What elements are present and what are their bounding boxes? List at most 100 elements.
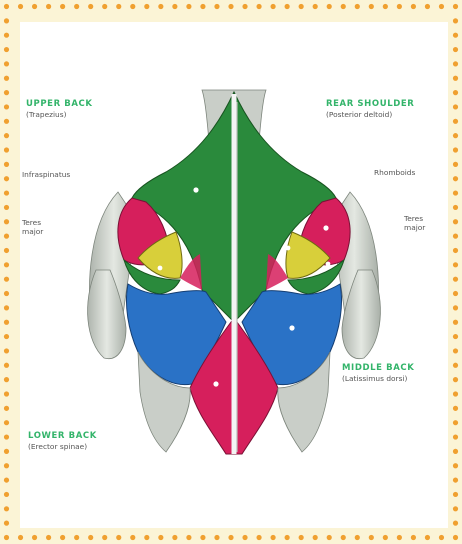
border-dot bbox=[453, 506, 458, 511]
border-dot bbox=[411, 4, 416, 9]
border-dot bbox=[4, 90, 9, 95]
border-dot bbox=[453, 119, 458, 124]
border-dot bbox=[453, 363, 458, 368]
right-rhomboid-marker bbox=[286, 246, 291, 251]
left-rhomboid bbox=[180, 254, 202, 290]
border-dot bbox=[4, 348, 9, 353]
border-dot bbox=[453, 291, 458, 296]
border-dot bbox=[46, 4, 51, 9]
border-dot bbox=[453, 334, 458, 339]
border-dot bbox=[270, 4, 275, 9]
border-dot bbox=[60, 535, 65, 540]
border-dot bbox=[256, 535, 261, 540]
rhomboids-label: Rhomboids bbox=[374, 168, 415, 177]
border-dot bbox=[313, 4, 318, 9]
upper-back-subtitle: (Trapezius) bbox=[26, 111, 93, 118]
border-dot bbox=[4, 219, 9, 224]
border-dot bbox=[4, 47, 9, 52]
border-dot bbox=[144, 4, 149, 9]
border-dot bbox=[116, 4, 121, 9]
rear-shoulder-label: REAR SHOULDER (Posterior deltoid) bbox=[326, 100, 414, 118]
lower-back-subtitle: (Erector spinae) bbox=[28, 443, 97, 450]
border-dot bbox=[453, 277, 458, 282]
border-dot bbox=[186, 535, 191, 540]
border-dot bbox=[242, 4, 247, 9]
border-dot bbox=[4, 162, 9, 167]
border-dot bbox=[285, 535, 290, 540]
border-dot bbox=[4, 248, 9, 253]
border-dot bbox=[453, 219, 458, 224]
border-dot bbox=[383, 4, 388, 9]
border-dot bbox=[4, 521, 9, 526]
border-dot bbox=[453, 492, 458, 497]
border-dot bbox=[453, 4, 458, 9]
border-dot bbox=[256, 4, 261, 9]
border-dot bbox=[228, 4, 233, 9]
border-dot bbox=[341, 4, 346, 9]
teres-major-left-label: Teres major bbox=[22, 218, 43, 237]
lower-back-label: LOWER BACK (Erector spinae) bbox=[28, 432, 97, 450]
border-dot bbox=[4, 277, 9, 282]
border-dot bbox=[453, 190, 458, 195]
border-dot bbox=[200, 4, 205, 9]
border-dot bbox=[46, 535, 51, 540]
teres-major-right-label: Teres major bbox=[404, 214, 425, 233]
upper-back-label: UPPER BACK (Trapezius) bbox=[26, 100, 93, 118]
border-dot bbox=[18, 535, 23, 540]
border-dot bbox=[299, 4, 304, 9]
border-dot bbox=[4, 291, 9, 296]
border-dot bbox=[383, 535, 388, 540]
border-dot bbox=[172, 4, 177, 9]
border-dot bbox=[242, 535, 247, 540]
border-dot bbox=[4, 205, 9, 210]
border-dot bbox=[453, 535, 458, 540]
border-dot bbox=[453, 391, 458, 396]
border-dot bbox=[453, 305, 458, 310]
middle-back-subtitle: (Latissimus dorsi) bbox=[342, 375, 414, 382]
border-dot bbox=[453, 449, 458, 454]
border-dot bbox=[4, 104, 9, 109]
border-dot bbox=[453, 47, 458, 52]
border-dot bbox=[88, 4, 93, 9]
border-dot bbox=[453, 320, 458, 325]
border-dot bbox=[453, 406, 458, 411]
border-dot bbox=[453, 133, 458, 138]
border-dot bbox=[116, 535, 121, 540]
border-dot bbox=[453, 521, 458, 526]
erector-marker bbox=[213, 381, 218, 386]
border-dot bbox=[4, 406, 9, 411]
border-dot bbox=[4, 234, 9, 239]
border-dot bbox=[341, 535, 346, 540]
border-dot bbox=[285, 4, 290, 9]
right-infraspinatus-marker bbox=[326, 262, 331, 267]
border-dot bbox=[425, 4, 430, 9]
border-dot bbox=[4, 320, 9, 325]
border-dot bbox=[453, 33, 458, 38]
border-dot bbox=[88, 535, 93, 540]
border-dot bbox=[453, 90, 458, 95]
border-dot bbox=[453, 18, 458, 23]
border-dot bbox=[453, 262, 458, 267]
middle-back-label: MIDDLE BACK (Latissimus dorsi) bbox=[342, 364, 414, 382]
border-dot bbox=[130, 4, 135, 9]
latissimus-marker bbox=[289, 325, 294, 330]
border-dot bbox=[369, 535, 374, 540]
border-dot bbox=[453, 104, 458, 109]
middle-back-title: MIDDLE BACK bbox=[342, 364, 414, 373]
border-dot bbox=[453, 234, 458, 239]
border-dot bbox=[453, 147, 458, 152]
border-dot bbox=[4, 262, 9, 267]
border-dot bbox=[102, 4, 107, 9]
border-dot bbox=[355, 535, 360, 540]
border-dot bbox=[4, 18, 9, 23]
border-dot bbox=[355, 4, 360, 9]
border-dot bbox=[4, 391, 9, 396]
border-dot bbox=[453, 348, 458, 353]
border-dot bbox=[4, 463, 9, 468]
border-dot bbox=[4, 420, 9, 425]
border-dot bbox=[4, 449, 9, 454]
border-dot bbox=[369, 4, 374, 9]
border-dot bbox=[4, 33, 9, 38]
left-infraspinatus-marker bbox=[158, 266, 163, 271]
